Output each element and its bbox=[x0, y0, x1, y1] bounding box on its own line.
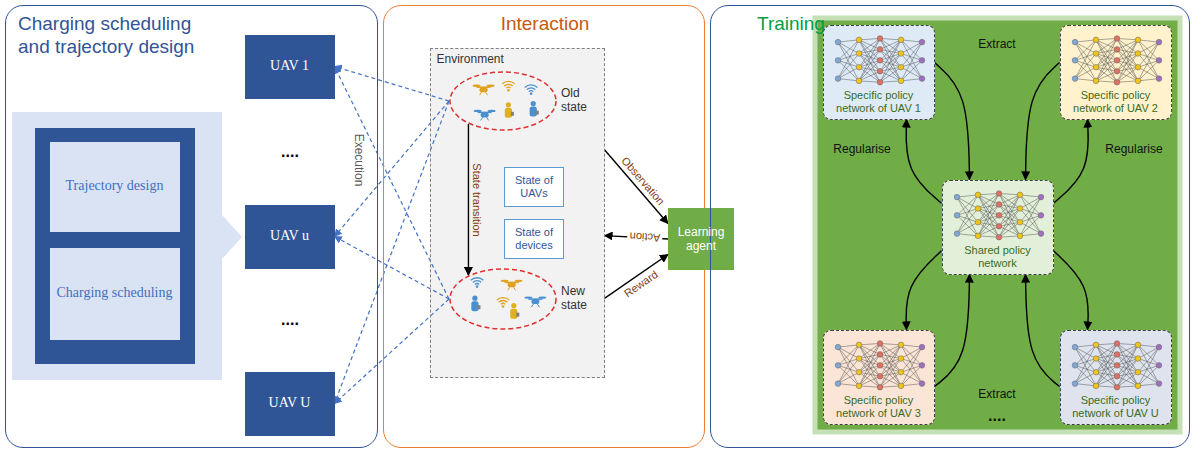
edge-label: Action bbox=[628, 230, 663, 244]
node-label: Specific policy network of UAV 2 bbox=[1065, 89, 1167, 114]
state-box: State of devices bbox=[504, 219, 564, 259]
regularise-label: Regularise bbox=[833, 143, 890, 157]
module-box: Trajectory design bbox=[50, 142, 180, 232]
environment-box: EnvironmentOld stateNew state State of UA… bbox=[430, 48, 605, 378]
execution-link bbox=[335, 67, 450, 300]
extract-label: Extract bbox=[978, 38, 1015, 52]
ellipsis: .... bbox=[281, 311, 299, 329]
module-box: Charging scheduling bbox=[50, 248, 180, 340]
execution-link bbox=[335, 101, 450, 237]
flow-arrow bbox=[1054, 251, 1089, 330]
panel: InteractionEnvironmentOld stateNew state… bbox=[383, 5, 705, 448]
box-heading: Environment bbox=[437, 52, 598, 66]
state-box: State of UAVs bbox=[504, 167, 564, 207]
node-label: Old state bbox=[561, 87, 601, 115]
flow-arrow bbox=[1026, 275, 1060, 387]
execution-label: Execution bbox=[351, 132, 365, 189]
flow-arrow bbox=[605, 150, 669, 224]
policy-network-box: Shared policy network bbox=[942, 180, 1054, 275]
state-illustration bbox=[449, 268, 557, 330]
uav-box: UAV u bbox=[245, 205, 335, 269]
panel-title: Interaction bbox=[396, 13, 694, 36]
node-label: Learning agent bbox=[672, 225, 730, 254]
state-illustration bbox=[449, 71, 557, 131]
edge-label: Observation bbox=[618, 153, 669, 209]
extract-label: Extract bbox=[978, 388, 1015, 402]
flow-arrow bbox=[935, 275, 970, 387]
environment-ground bbox=[430, 48, 605, 378]
module-frame bbox=[35, 128, 195, 364]
node-label: State of devices bbox=[509, 226, 559, 252]
ellipsis: .... bbox=[988, 407, 1006, 425]
edge-label: State transition bbox=[471, 161, 484, 238]
policy-network-box: Specific policy network of UAV 1 bbox=[823, 25, 935, 120]
flow-arrow bbox=[1054, 120, 1089, 204]
panel: Charging scheduling and trajectory desig… bbox=[5, 5, 378, 448]
node-label: UAV U bbox=[269, 395, 311, 412]
node-label: New state bbox=[561, 285, 601, 313]
policy-network-box: Specific policy network of UAV 2 bbox=[1060, 25, 1172, 120]
node-label: State of UAVs bbox=[509, 174, 559, 200]
policy-network-box: Specific policy network of UAV 3 bbox=[823, 330, 935, 425]
uav-box: UAV U bbox=[245, 372, 335, 436]
panel-title: Training bbox=[757, 13, 877, 36]
regularise-label: Regularise bbox=[1105, 143, 1162, 157]
node-label: Specific policy network of UAV U bbox=[1065, 394, 1167, 419]
flow-arrow bbox=[1026, 63, 1060, 180]
training-area bbox=[815, 18, 1180, 432]
panel-title: Charging scheduling and trajectory desig… bbox=[18, 13, 223, 59]
node-label: Charging scheduling bbox=[56, 285, 172, 302]
uav-box: UAV 1 bbox=[245, 35, 335, 99]
node-label: UAV u bbox=[270, 228, 309, 245]
execution-link bbox=[335, 237, 450, 300]
panel: TrainingSpecific policy network of UAV 1… bbox=[710, 5, 1190, 448]
agent-box: Learning agent bbox=[668, 208, 734, 270]
policy-network-box: Specific policy network of UAV U bbox=[1060, 330, 1172, 425]
ellipsis: .... bbox=[281, 143, 299, 161]
state-ellipse: New state bbox=[449, 268, 557, 330]
flow-arrow bbox=[906, 120, 941, 204]
flow-arrow bbox=[935, 63, 970, 180]
node-label: Specific policy network of UAV 3 bbox=[828, 394, 930, 419]
execution-link bbox=[335, 101, 450, 404]
execution-link bbox=[335, 67, 450, 102]
node-label: Specific policy network of UAV 1 bbox=[828, 89, 930, 114]
node-label: Trajectory design bbox=[66, 178, 164, 195]
node-label: Shared policy network bbox=[947, 244, 1049, 269]
flow-arrow bbox=[906, 251, 941, 330]
state-ellipse: Old state bbox=[449, 71, 557, 131]
execution-link bbox=[335, 299, 450, 404]
edge-label: Reward bbox=[621, 267, 663, 301]
node-label: UAV 1 bbox=[270, 58, 309, 75]
flow-arrow bbox=[468, 124, 469, 275]
module-band bbox=[12, 112, 242, 380]
